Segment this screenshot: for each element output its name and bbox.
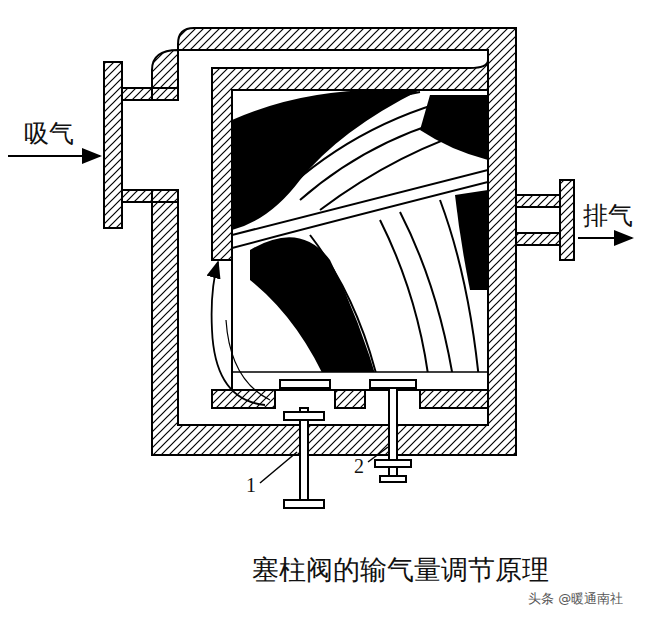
caption: 塞柱阀的输气量调节原理 bbox=[252, 556, 549, 586]
callout-number: 2 bbox=[354, 455, 364, 477]
callout-number: 1 bbox=[246, 474, 256, 496]
inlet-label: 吸气 bbox=[24, 120, 74, 148]
outlet-label: 排气 bbox=[583, 202, 633, 230]
watermark: 头条 @暖通南社 bbox=[528, 592, 623, 606]
